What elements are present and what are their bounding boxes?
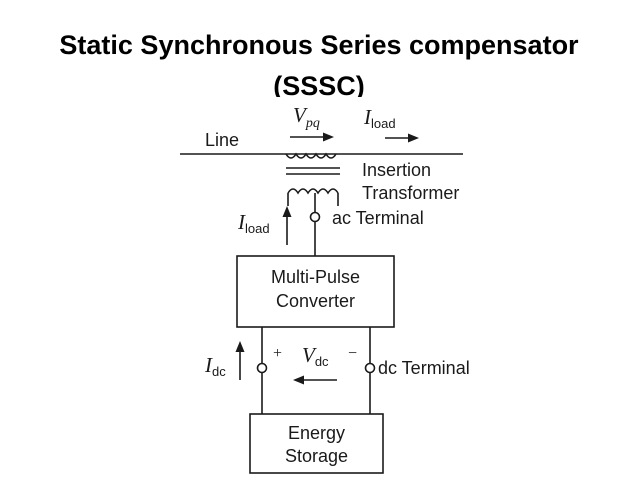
slide-title-line1: Static Synchronous Series compensator xyxy=(59,30,579,60)
insertion-label: Insertion xyxy=(362,160,431,180)
idc-arrow-head xyxy=(235,341,245,352)
transformer-label: Transformer xyxy=(362,183,459,203)
dc-positive-sign: + xyxy=(273,345,282,362)
iload-top-subscript: load xyxy=(371,116,396,131)
vdc-symbol: V xyxy=(302,343,317,367)
vpq-subscript: pq xyxy=(305,116,320,131)
iload-top-arrow-head xyxy=(408,133,419,143)
converter-label-line1: Multi-Pulse xyxy=(271,267,360,287)
iload-side-symbol: I xyxy=(237,210,246,234)
storage-label-line1: Energy xyxy=(288,423,345,443)
vpq-symbol: V xyxy=(293,103,308,127)
vdc-label: Vdc xyxy=(302,343,329,369)
dc-terminal-label: dc Terminal xyxy=(378,358,470,378)
idc-label: Idc xyxy=(204,353,226,379)
idc-subscript: dc xyxy=(212,364,226,379)
vpq-arrow-head xyxy=(323,132,334,142)
dc-negative-sign: − xyxy=(348,345,357,362)
vdc-subscript: dc xyxy=(315,354,329,369)
multi-pulse-converter-box xyxy=(236,255,395,328)
idc-symbol: I xyxy=(204,353,213,377)
ac-terminal-node xyxy=(309,211,321,223)
line-label: Line xyxy=(205,130,239,150)
vpq-label: Vpq xyxy=(293,103,320,131)
ac-terminal-label: ac Terminal xyxy=(332,208,424,228)
iload-top-label: Iload xyxy=(363,105,396,131)
primary-winding xyxy=(285,152,337,159)
secondary-winding xyxy=(287,188,339,195)
dc-terminal-negative-node xyxy=(364,362,376,374)
slide-title-line2: (SSSC) xyxy=(273,73,365,97)
iload-side-label: Iload xyxy=(237,210,270,236)
iload-side-subscript: load xyxy=(245,221,270,236)
iload-top-symbol: I xyxy=(363,105,372,129)
iload-side-arrow-head xyxy=(282,206,292,217)
energy-storage-box xyxy=(249,413,384,474)
vdc-arrow-head xyxy=(293,375,304,385)
storage-label-line2: Storage xyxy=(285,446,348,466)
dc-terminal-positive-node xyxy=(256,362,268,374)
converter-label-line2: Converter xyxy=(276,291,355,311)
